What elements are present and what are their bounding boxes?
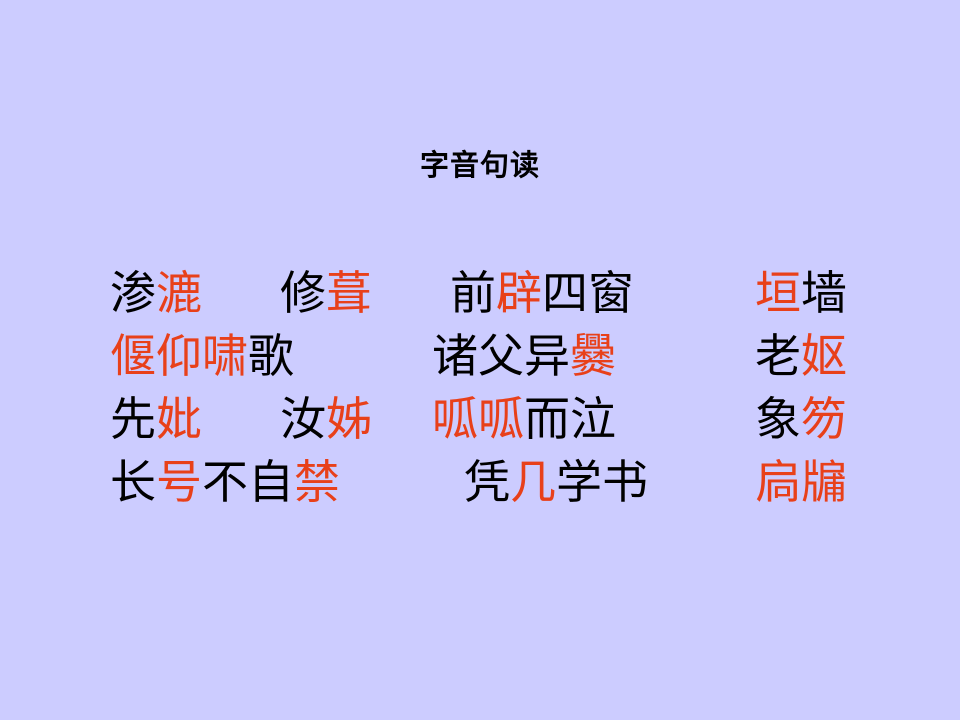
- row-3-left-column: 先妣汝姊呱呱而泣: [110, 388, 616, 451]
- term-group: 凭几学书: [464, 451, 648, 514]
- term-highlight: 妪: [801, 329, 847, 383]
- term-group: 呱呱而泣: [432, 388, 616, 451]
- term-plain-after: 四窗: [542, 266, 634, 320]
- term-plain-before: 汝: [280, 392, 326, 446]
- term-highlight: 垣: [755, 266, 801, 320]
- term-group: 前辟四窗: [450, 262, 634, 325]
- term-group: 先妣: [110, 388, 202, 451]
- row-4-right-column: 扃牖: [755, 451, 847, 514]
- table-row: 先妣汝姊呱呱而泣 象笏: [0, 388, 960, 451]
- page-title: 字音句读: [419, 148, 540, 182]
- term-group: 汝姊: [280, 388, 372, 451]
- term-group: 禁: [294, 451, 340, 514]
- term-plain-before: 凭: [464, 455, 510, 509]
- term-plain-after: 而泣: [524, 392, 616, 446]
- term-highlight: 笏: [801, 392, 847, 446]
- row-2-right-column: 老妪: [755, 325, 847, 388]
- row-1-right-column: 垣墙: [755, 262, 847, 325]
- term-plain-after: 学书: [556, 455, 648, 509]
- term-highlight: 扃牖: [755, 455, 847, 509]
- term-group: 长号不自: [110, 451, 294, 514]
- term-plain-before: 渗: [110, 266, 156, 320]
- row-2-left-column: 偃仰啸歌 诸父异爨: [110, 325, 616, 388]
- term-plain-after: 歌: [248, 329, 294, 383]
- term-highlight: 呱呱: [432, 392, 524, 446]
- row-1-left-column: 渗漉 修葺 前辟四窗: [110, 262, 634, 325]
- term-plain-before: 诸父异: [432, 329, 570, 383]
- term-highlight: 辟: [496, 266, 542, 320]
- term-plain-before: 长: [110, 455, 156, 509]
- term-highlight: 葺: [326, 266, 372, 320]
- term-plain-after: 墙: [801, 266, 847, 320]
- term-plain-before: 象: [755, 392, 801, 446]
- term-highlight: 偃仰啸: [110, 329, 248, 383]
- term-plain-after: 不自: [202, 455, 294, 509]
- term-plain-before: 老: [755, 329, 801, 383]
- term-group: 垣墙: [755, 262, 847, 325]
- term-group: 象笏: [755, 388, 847, 451]
- term-highlight: 爨: [570, 329, 616, 383]
- term-group: 老妪: [755, 325, 847, 388]
- term-highlight: 姊: [326, 392, 372, 446]
- term-group: 偃仰啸歌: [110, 325, 294, 388]
- term-group: 渗漉: [110, 262, 202, 325]
- term-highlight: 几: [510, 455, 556, 509]
- table-row: 偃仰啸歌 诸父异爨 老妪: [0, 325, 960, 388]
- table-row: 长号不自禁 凭几学书 扃牖: [0, 451, 960, 514]
- term-group: 诸父异爨: [432, 325, 616, 388]
- term-highlight: 妣: [156, 392, 202, 446]
- term-plain-before: 先: [110, 392, 156, 446]
- table-row: 渗漉 修葺 前辟四窗 垣墙: [0, 262, 960, 325]
- row-3-right-column: 象笏: [755, 388, 847, 451]
- term-group: 修葺: [280, 262, 372, 325]
- row-4-left-column: 长号不自禁 凭几学书: [110, 451, 648, 514]
- term-group: 扃牖: [755, 451, 847, 514]
- term-plain-before: 前: [450, 266, 496, 320]
- term-highlight: 号: [156, 455, 202, 509]
- term-plain-before: 修: [280, 266, 326, 320]
- vocabulary-list: 渗漉修葺前辟四窗 垣墙 偃仰啸歌诸父异爨 老妪 先妣汝姊呱呱而泣 象笏: [0, 262, 960, 522]
- term-highlight: 禁: [294, 455, 340, 509]
- term-highlight: 漉: [156, 266, 202, 320]
